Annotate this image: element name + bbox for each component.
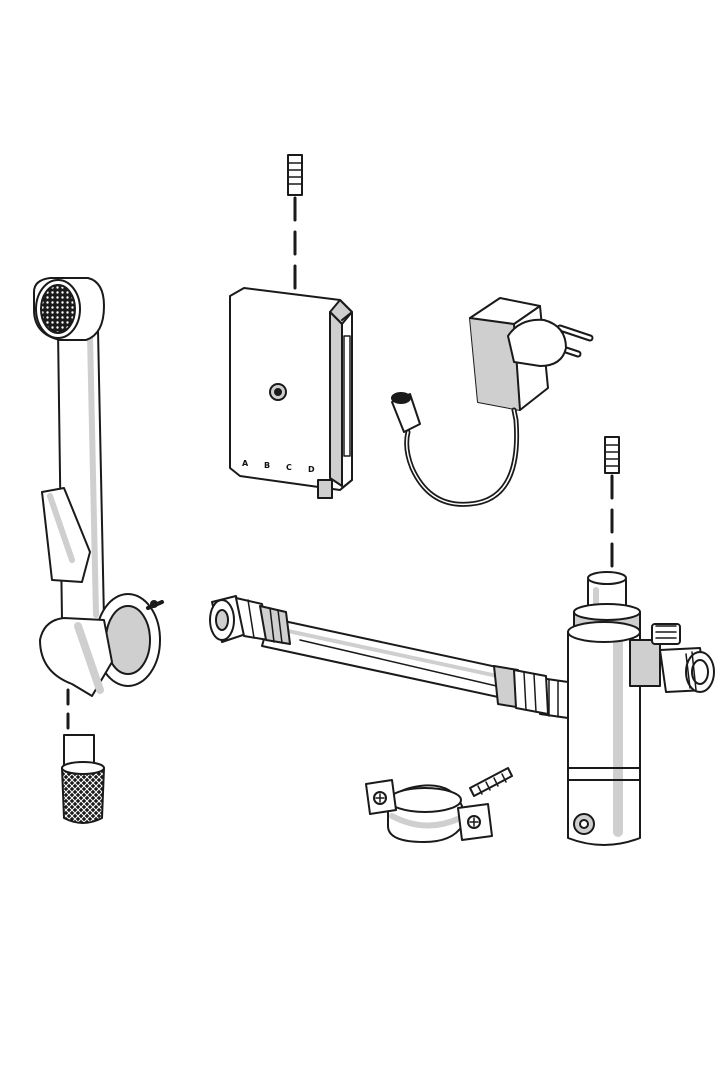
box-side-face <box>329 311 343 487</box>
side-outlet-fitting <box>629 623 715 693</box>
box-output-stub <box>317 479 333 499</box>
terminal-label-b: B <box>264 461 270 470</box>
terminal-label-d: D <box>308 465 315 474</box>
power-adapter <box>391 297 594 507</box>
terminal-label-c: C <box>286 463 292 472</box>
clamp-threaded-rod <box>469 767 513 797</box>
right-compression-fitting <box>493 665 549 715</box>
connecting-pipe-assembly <box>209 595 549 715</box>
control-box-assembly: A B C D <box>229 154 353 499</box>
rail-end-cap <box>61 767 105 824</box>
hand-shower-set <box>33 277 164 824</box>
plug-head <box>507 318 567 367</box>
valve-assembly <box>539 436 715 846</box>
terminal-label-a: A <box>242 459 249 468</box>
valve-cable-connector <box>604 436 620 474</box>
connecting-pipe <box>261 617 521 701</box>
cable-connector <box>287 154 303 196</box>
left-compression-fitting <box>209 595 291 645</box>
pipe-clamp <box>365 767 513 843</box>
